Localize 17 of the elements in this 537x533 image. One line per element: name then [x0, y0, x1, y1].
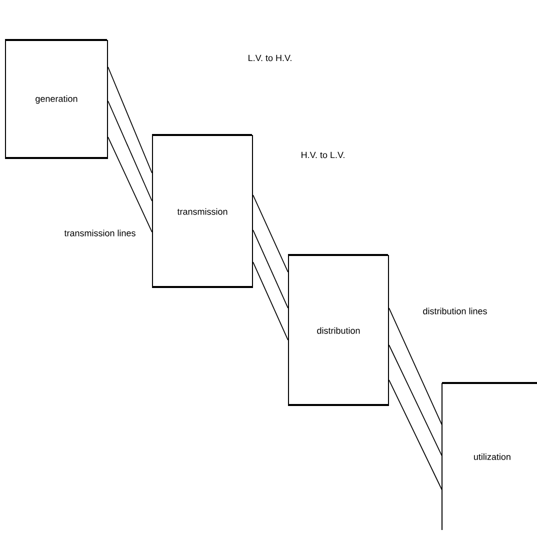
- line: [388, 344, 442, 456]
- block-box: transmission: [152, 134, 253, 288]
- line: [108, 100, 152, 202]
- line: [252, 230, 288, 308]
- line-label: H.V. to L.V.: [302, 152, 344, 158]
- line-label: L.V. to H.V.: [248, 54, 292, 62]
- line: [388, 308, 442, 426]
- block-box: generation: [5, 39, 108, 159]
- block-box: utilization: [442, 382, 537, 530]
- line: [252, 262, 288, 340]
- line: [108, 66, 152, 174]
- line-label: transmission lines: [64, 230, 136, 236]
- line: [252, 194, 288, 272]
- line-label: distribution lines: [423, 308, 487, 314]
- line: [108, 136, 152, 232]
- line: [388, 380, 442, 490]
- block-box: distribution: [288, 254, 389, 406]
